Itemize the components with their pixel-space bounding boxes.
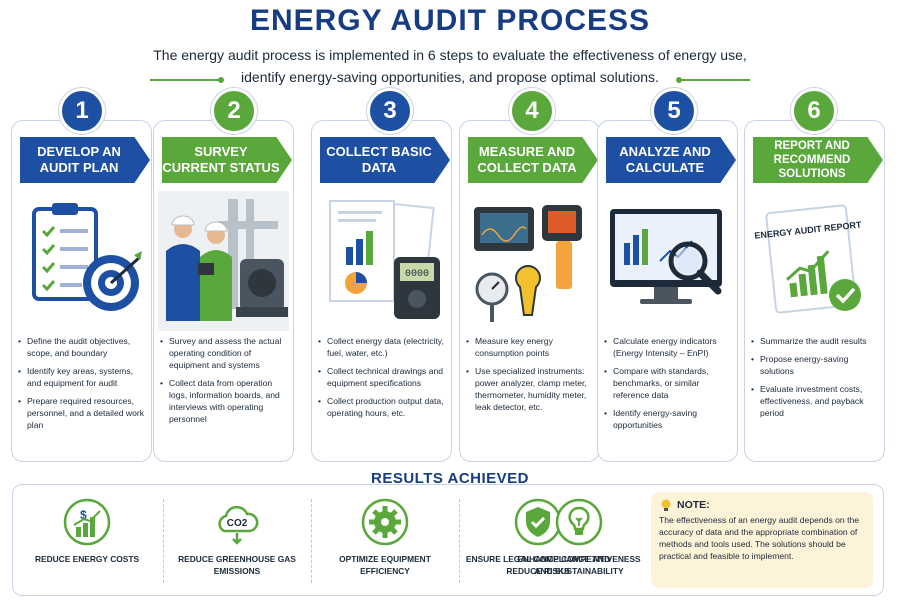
list-item: Summarize the audit results: [751, 335, 879, 347]
step-4-bullets: Measure key energy consumption points Us…: [466, 335, 594, 419]
measuring-instruments-icon: [474, 205, 582, 322]
step-6-card: REPORT AND RECOMMEND SOLUTIONS ENERGY AU…: [744, 120, 885, 462]
step-6-number: 6: [791, 88, 837, 134]
dollar-chart-icon: $: [63, 498, 111, 546]
step-6-bullets: Summarize the audit results Propose ener…: [751, 335, 879, 425]
note-title: NOTE:: [677, 499, 710, 511]
list-item: Define the audit objectives, scope, and …: [18, 335, 146, 359]
page-title: ENERGY AUDIT PROCESS: [249, 4, 651, 37]
list-item: Propose energy-saving solutions: [751, 353, 879, 377]
step-3-card: COLLECT BASIC DATA 0000 Collect energy d…: [311, 120, 452, 462]
list-item: Prepare required resources, personnel, a…: [18, 395, 146, 431]
co2-cloud-icon: CO2: [218, 505, 259, 545]
step-1-number: 1: [59, 88, 105, 134]
gears-icon: [361, 498, 409, 546]
note-box: NOTE: The effectiveness of an energy aud…: [651, 492, 873, 588]
result-label: REDUCE GREENHOUSE GAS EMISSIONS: [178, 554, 296, 576]
results-title: RESULTS ACHIEVED: [370, 470, 529, 487]
list-item: Survey and assess the actual operating c…: [160, 335, 288, 371]
engineers-survey-icon: [158, 191, 289, 331]
step-3-title: COLLECT BASIC DATA: [320, 137, 450, 183]
meter-display-text: 0000: [405, 269, 429, 280]
step-1-bullets: Define the audit objectives, scope, and …: [18, 335, 146, 437]
result-enhance-competitiveness: ENHANCE COMPETITIVENESS AND SUSTAINABILI…: [509, 493, 649, 589]
result-optimize-efficiency: OPTIMIZE EQUIPMENT EFFICIENCY: [315, 493, 455, 589]
page-subtitle: The energy audit process is implemented …: [0, 44, 900, 88]
decorative-dot-left: [218, 77, 224, 83]
divider: [163, 499, 164, 583]
note-text: The effectiveness of an energy audit dep…: [659, 515, 860, 561]
divider: [311, 499, 312, 583]
decorative-dot-right: [676, 77, 682, 83]
list-item: Identify key areas, systems, and equipme…: [18, 365, 146, 389]
results-panel: $ REDUCE ENERGY COSTS CO2 REDUCE GREENHO…: [12, 484, 884, 596]
note-header: NOTE:: [659, 498, 865, 512]
step-5-card: ANALYZE AND CALCULATE Calculate energy i…: [597, 120, 738, 462]
step-5-title: ANALYZE AND CALCULATE: [606, 137, 736, 183]
result-label: ENSURE LEGAL COMPLIANCE AND REDUCE RISKS: [465, 554, 611, 576]
step-3-number: 3: [367, 88, 413, 134]
result-label: ENHANCE COMPETITIVENESS AND SUSTAINABILI…: [517, 554, 641, 576]
decorative-line-left: [150, 79, 220, 81]
lightbulb-leaf-icon: [555, 498, 603, 546]
list-item: Collect technical drawings and equipment…: [318, 365, 446, 389]
list-item: Compare with standards, benchmarks, or s…: [604, 365, 732, 401]
clipboard-target-icon: [32, 203, 142, 311]
step-5-number: 5: [651, 88, 697, 134]
list-item: Measure key energy consumption points: [466, 335, 594, 359]
result-label: OPTIMIZE EQUIPMENT EFFICIENCY: [339, 554, 431, 576]
list-item: Evaluate investment costs, effectiveness…: [751, 383, 879, 419]
list-item: Use specialized instruments: power analy…: [466, 365, 594, 413]
step-2-number: 2: [211, 88, 257, 134]
decorative-line-right: [680, 79, 750, 81]
step-2-title: SURVEY CURRENT STATUS: [162, 137, 292, 183]
documents-meter-icon: 0000: [329, 200, 440, 319]
result-label: REDUCE ENERGY COSTS: [34, 554, 140, 564]
step-1-card: DEVELOP AN AUDIT PLAN Define the audit o…: [11, 120, 152, 462]
subtitle-line-1: The energy audit process is implemented …: [153, 47, 747, 63]
step-4-title: MEASURE AND COLLECT DATA: [468, 137, 598, 183]
subtitle-line-2: identify energy-saving opportunities, an…: [241, 69, 659, 85]
step-6-title: REPORT AND RECOMMEND SOLUTIONS: [753, 137, 883, 183]
list-item: Collect production output data, operatin…: [318, 395, 446, 419]
divider: [459, 499, 460, 583]
list-item: Collect energy data (electricity, fuel, …: [318, 335, 446, 359]
result-reduce-energy-costs: $ REDUCE ENERGY COSTS: [17, 493, 157, 589]
report-document-icon: ENERGY AUDIT REPORT: [754, 204, 862, 314]
step-4-card: MEASURE AND COLLECT DATA Measure key ene…: [459, 120, 600, 462]
svg-text:$: $: [80, 508, 87, 522]
step-3-bullets: Collect energy data (electricity, fuel, …: [318, 335, 446, 425]
step-2-bullets: Survey and assess the actual operating c…: [160, 335, 288, 431]
lightbulb-icon: [661, 499, 671, 511]
result-reduce-emissions: CO2 REDUCE GREENHOUSE GAS EMISSIONS: [167, 493, 307, 589]
step-5-bullets: Calculate energy indicators (Energy Inte…: [604, 335, 732, 437]
step-2-card: SURVEY CURRENT STATUS Survey and assess …: [153, 120, 294, 462]
list-item: Collect data from operation logs, inform…: [160, 377, 288, 425]
step-4-number: 4: [509, 88, 555, 134]
list-item: Identify energy-saving opportunities: [604, 407, 732, 431]
monitor-analysis-icon: [610, 209, 722, 304]
step-1-title: DEVELOP AN AUDIT PLAN: [20, 137, 150, 183]
list-item: Calculate energy indicators (Energy Inte…: [604, 335, 732, 359]
svg-text:CO2: CO2: [227, 518, 248, 529]
